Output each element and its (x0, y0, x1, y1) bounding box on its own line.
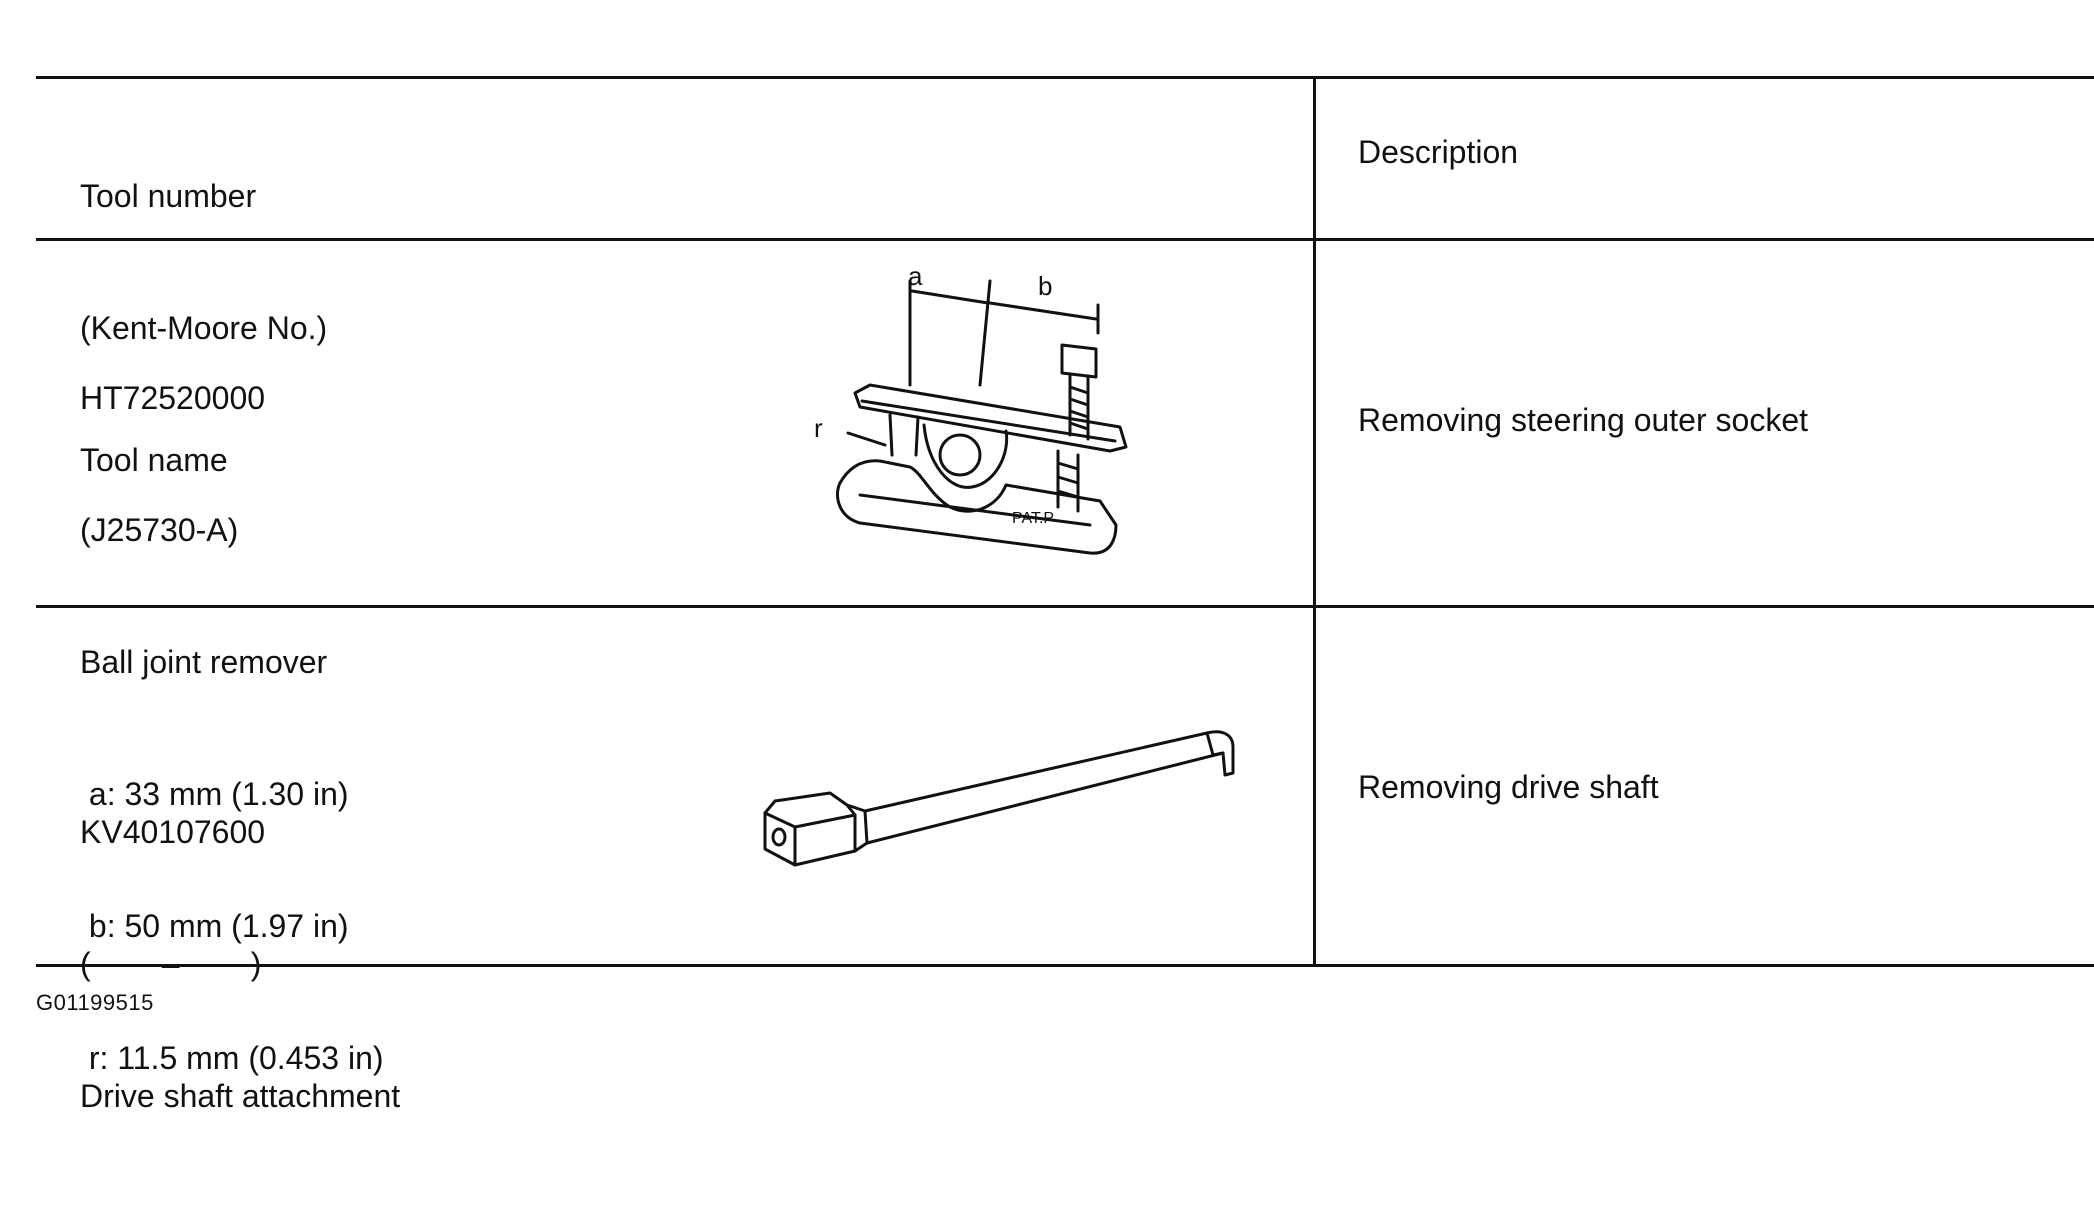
row2-tool-name: Drive shaft attachment (80, 1078, 401, 1114)
row2-description: Removing drive shaft (1358, 769, 1659, 805)
row1-dim-a: a: 33 mm (1.30 in) (80, 776, 349, 812)
ball-joint-remover-illustration: a b r PAT.P (814, 261, 1128, 555)
row1-tool-name: Ball joint remover (80, 644, 328, 680)
table-column-divider (1313, 76, 1316, 966)
table-rule-row1 (36, 605, 2094, 608)
row1-kent-moore: (J25730-A) (80, 512, 239, 548)
figure-label-a: a (908, 261, 923, 291)
header-kent-moore: (Kent-Moore No.) (80, 310, 328, 346)
row2-tool-number: KV40107600 (80, 814, 266, 850)
table-rule-header (36, 238, 2094, 241)
figure-stamp: PAT.P (1012, 510, 1054, 527)
row1-description: Removing steering outer socket (1358, 402, 1808, 438)
header-tool-number: Tool number (80, 178, 257, 214)
table-rule-bottom (36, 964, 2094, 967)
figure-code: G01199515 (36, 990, 154, 1015)
figure-label-r: r (814, 413, 823, 443)
figure-label-b: b (1038, 271, 1052, 301)
row1-tool-cell: HT72520000 (J25730-A) Ball joint remover… (80, 288, 384, 1168)
drive-shaft-attachment-illustration (763, 730, 1235, 867)
table-rule-top (36, 76, 2094, 79)
header-tool-name: Tool name (80, 442, 228, 478)
row1-tool-number: HT72520000 (80, 380, 266, 416)
header-description: Description (1358, 134, 1519, 170)
row2-tool-cell: KV40107600 ( – ) Drive shaft attachment (80, 722, 400, 1206)
tool-table: Tool number (Kent-Moore No.) Tool name D… (36, 76, 2094, 1114)
row2-kent-moore: ( – ) (80, 946, 262, 982)
row1-dim-r: r: 11.5 mm (0.453 in) (80, 1040, 384, 1076)
row1-dim-b: b: 50 mm (1.97 in) (80, 908, 349, 944)
header-tool-cell: Tool number (Kent-Moore No.) Tool name (80, 86, 327, 570)
